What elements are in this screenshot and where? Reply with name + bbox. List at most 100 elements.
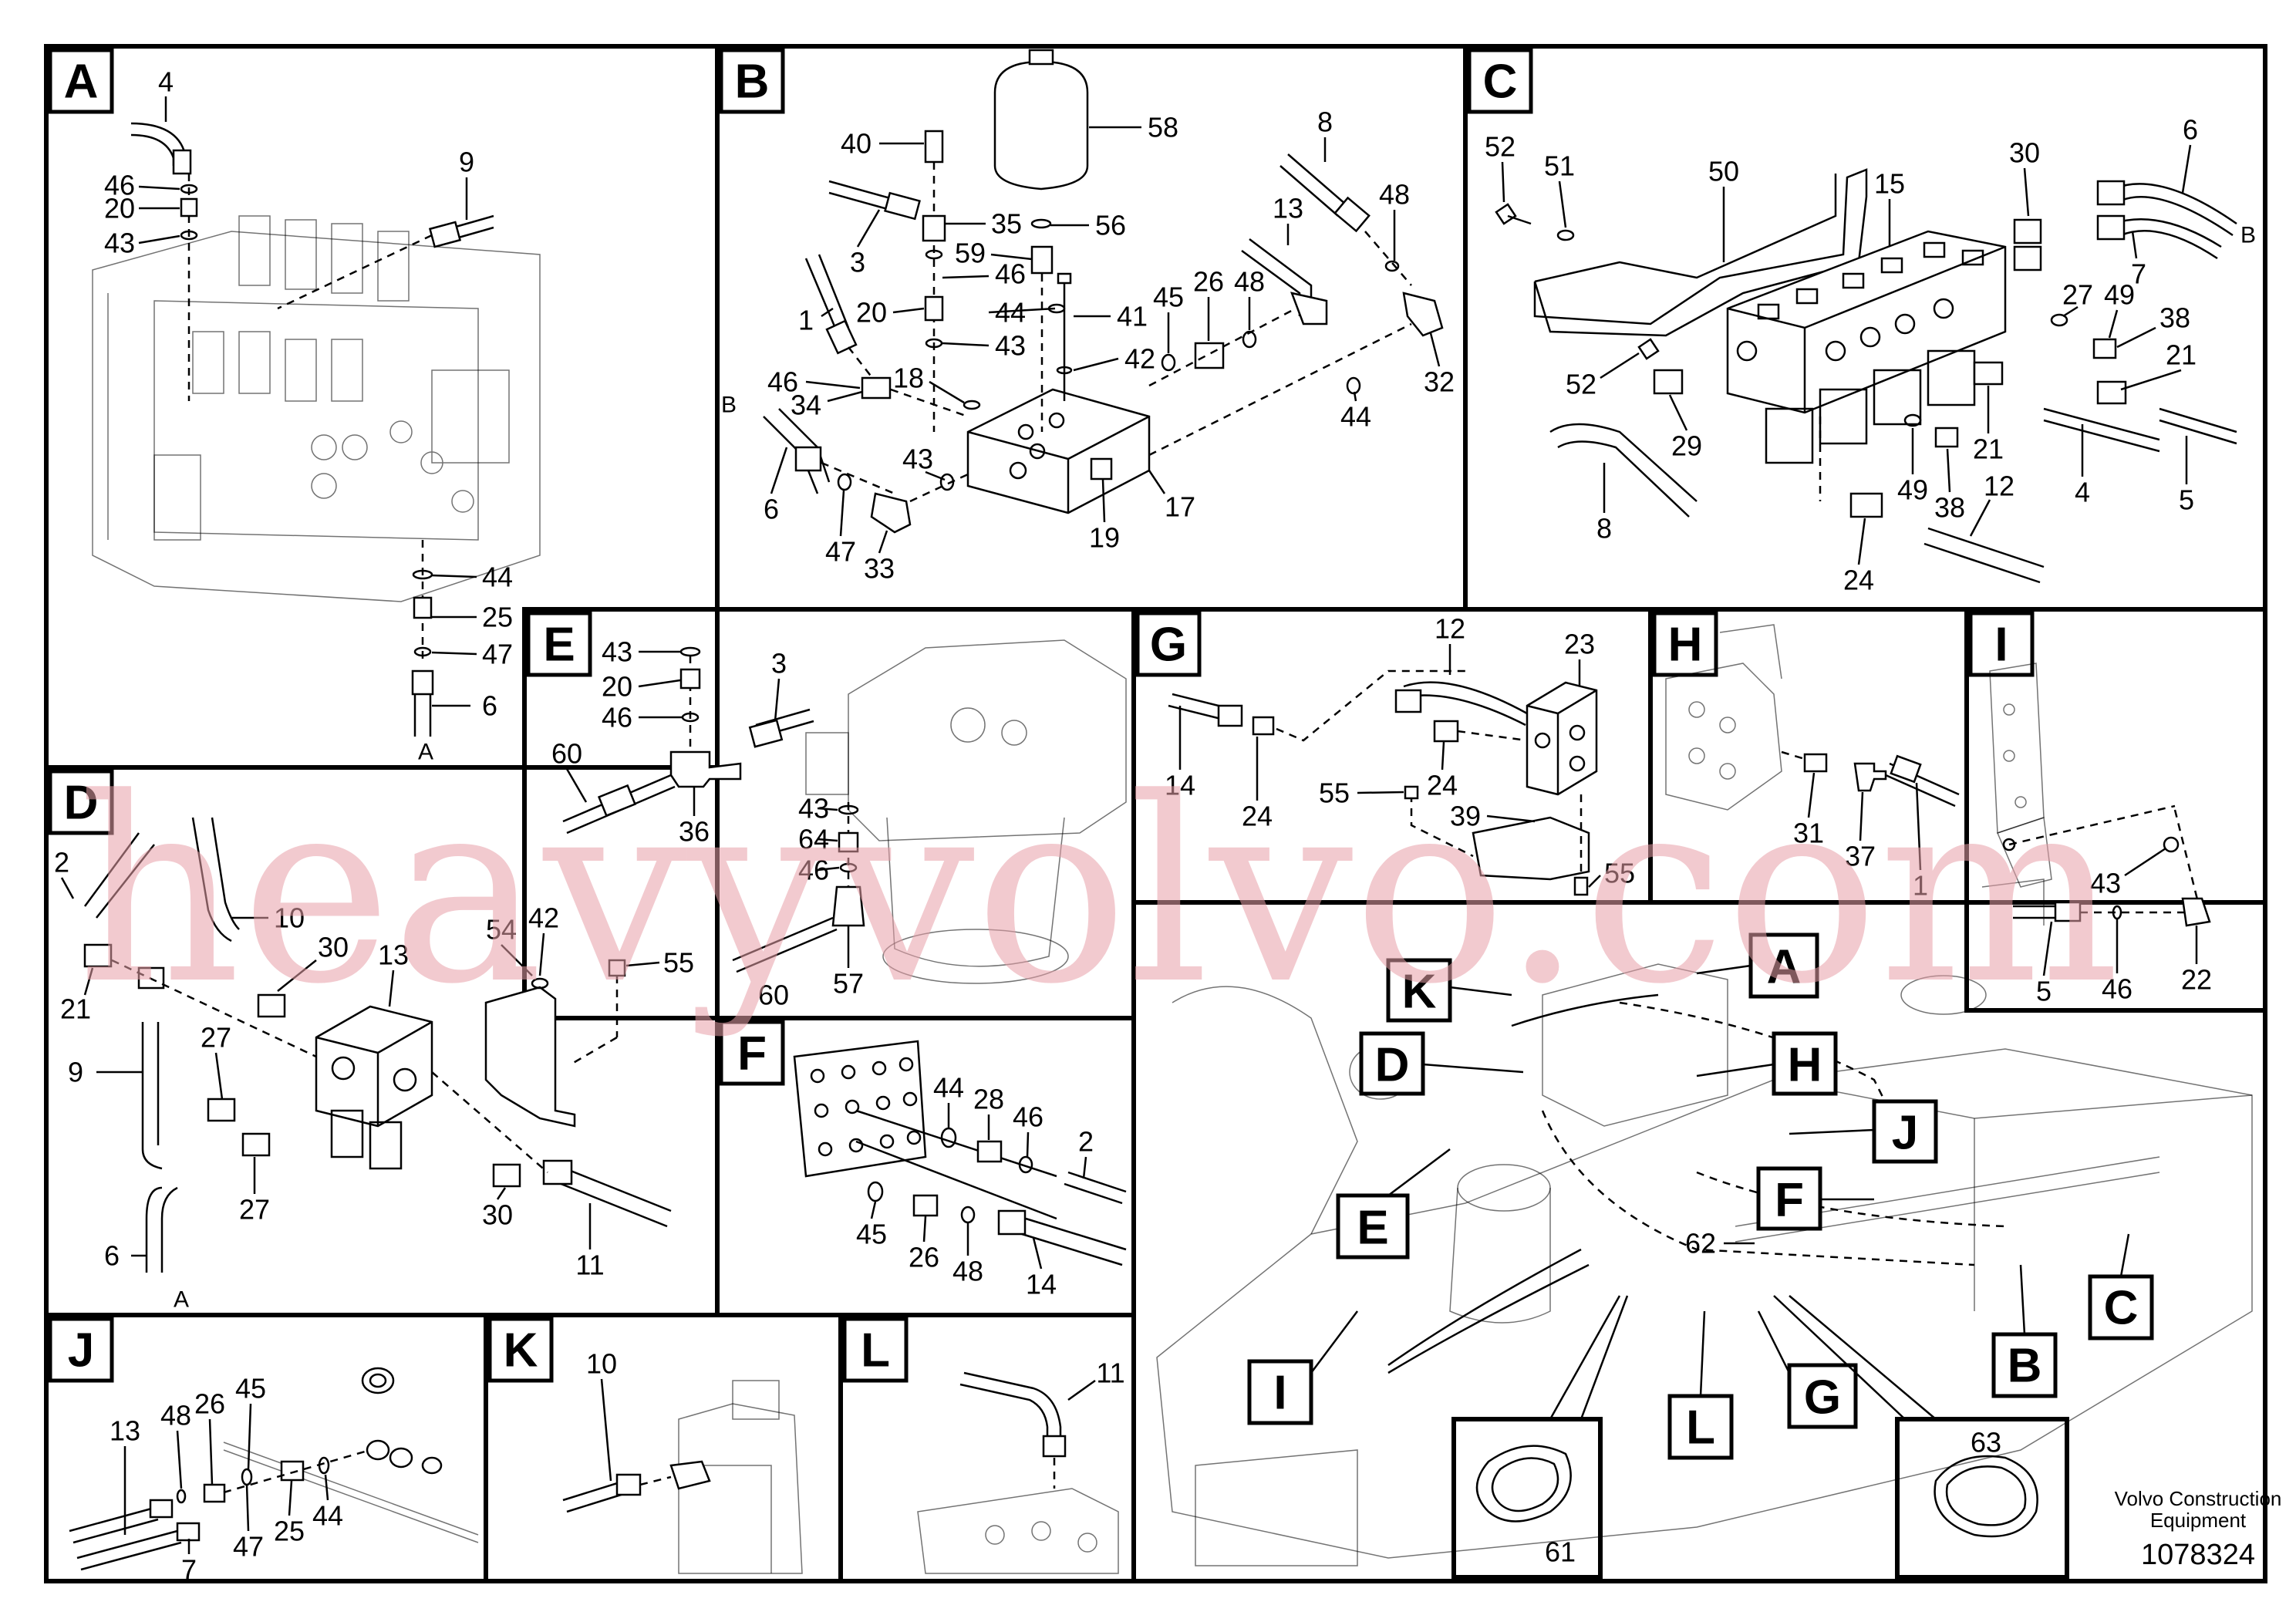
overview-tag-e: E xyxy=(1336,1148,1451,1259)
callout-number: 63 xyxy=(1971,1427,2001,1458)
callout-number: 47 xyxy=(482,639,513,670)
document-number: 1078324 xyxy=(2141,1539,2255,1571)
panel-label: G xyxy=(1150,619,1187,672)
callout-number: 45 xyxy=(1153,282,1184,313)
callout-number: 45 xyxy=(235,1373,266,1404)
panel-label: G xyxy=(1804,1371,1841,1425)
callout-number: 26 xyxy=(909,1242,939,1273)
callout-number: 55 xyxy=(1604,858,1635,889)
panel-label: D xyxy=(1375,1039,1410,1092)
callout-number: 27 xyxy=(201,1022,231,1054)
callout-number: 46 xyxy=(602,702,632,733)
panel-c-drawing: 52 51 50 15 30 6 B 27 49 38 7 52 29 21 2… xyxy=(1485,114,2256,596)
callout-number: 52 xyxy=(1485,131,1515,163)
callout-number: 13 xyxy=(378,939,409,971)
callout-number: 12 xyxy=(1435,613,1465,645)
panel-e-drawing: 43 20 46 3 60 36 43 64 46 57 60 xyxy=(551,636,1127,1011)
callout-number: 4 xyxy=(2075,477,2090,508)
callout-number: 37 xyxy=(1845,841,1876,872)
panel-tag-a: A xyxy=(48,48,114,114)
overview-tag-a: A xyxy=(1696,932,1819,999)
callout-number: 32 xyxy=(1424,366,1455,398)
callout-number: B xyxy=(721,393,737,418)
overview-tag-i: I xyxy=(1247,1310,1358,1425)
callout-number: 25 xyxy=(274,1516,305,1547)
panel-h-drawing: 31 37 1 xyxy=(1665,624,1960,902)
callout-number: 56 xyxy=(1095,210,1126,241)
callout-number: 11 xyxy=(1096,1357,1124,1389)
callout-number: 14 xyxy=(1026,1269,1057,1300)
panel-tag-l: L xyxy=(842,1317,909,1383)
callout-number: 60 xyxy=(758,980,789,1011)
callout-number: 59 xyxy=(955,238,986,269)
panel-label: C xyxy=(2104,1282,2139,1335)
callout-number: 2 xyxy=(54,847,69,878)
callout-number: 48 xyxy=(952,1256,983,1287)
panel-label: I xyxy=(1994,619,2008,672)
overview-tag-j: J xyxy=(1789,1099,1938,1164)
panel-label: H xyxy=(1788,1039,1822,1092)
callout-number: 5 xyxy=(2036,976,2052,1007)
callout-number: 21 xyxy=(1973,433,2004,465)
panel-tag-k: K xyxy=(487,1317,554,1383)
callout-number: 48 xyxy=(160,1400,191,1431)
callout-number: 14 xyxy=(1165,770,1195,801)
credit-line-2: Equipment xyxy=(2150,1509,2247,1532)
panel-tag-b: B xyxy=(719,48,785,114)
callout-number: 22 xyxy=(2181,964,2212,996)
callout-number: 9 xyxy=(459,147,474,178)
callout-number: A xyxy=(418,740,433,765)
callout-number: 49 xyxy=(2104,279,2135,311)
overview-tag-k: K xyxy=(1386,958,1512,1023)
callout-number: 17 xyxy=(1165,491,1195,523)
panel-label: J xyxy=(68,1324,94,1378)
callout-number: 43 xyxy=(602,636,632,668)
callout-number: 20 xyxy=(856,297,887,329)
callout-number: 54 xyxy=(486,914,517,946)
callout-number: 27 xyxy=(239,1194,270,1226)
callout-number: 55 xyxy=(663,947,694,979)
callout-number: 23 xyxy=(1564,629,1595,660)
panel-a-drawing: 4 46 20 43 9 44 25 47 6 A xyxy=(92,66,541,765)
callout-number: 33 xyxy=(864,553,895,585)
overview-drawing: K A D H J E F 62 I L G B C 61 63 Volvo C… xyxy=(1156,932,2282,1580)
callout-number: 3 xyxy=(771,648,787,679)
panel-label: F xyxy=(737,1027,767,1081)
callout-number: 6 xyxy=(104,1240,120,1272)
callout-number: 25 xyxy=(482,602,513,633)
callout-number: 44 xyxy=(933,1072,964,1104)
callout-number: 39 xyxy=(1450,801,1481,832)
callout-number: 43 xyxy=(2090,868,2121,899)
callout-number: 62 xyxy=(1685,1228,1716,1259)
callout-number: 29 xyxy=(1671,430,1702,462)
callout-number: 60 xyxy=(551,738,582,770)
callout-number: 35 xyxy=(991,208,1022,240)
panel-label: H xyxy=(1668,619,1703,672)
panel-l-drawing: 11 xyxy=(917,1357,1125,1574)
panel-frames xyxy=(44,44,2267,1583)
callout-number: 26 xyxy=(1193,266,1224,298)
callout-number: 6 xyxy=(482,690,497,722)
panel-tag-g: G xyxy=(1135,611,1202,677)
overview-tag-d: D xyxy=(1359,1031,1524,1096)
panel-label: K xyxy=(1402,966,1437,1019)
callout-number: 44 xyxy=(1340,401,1371,433)
credit-line-1: Volvo Construction xyxy=(2115,1487,2282,1510)
callout-number: 46 xyxy=(2102,973,2132,1005)
callout-number: 47 xyxy=(825,536,856,568)
panel-label: I xyxy=(1273,1367,1286,1420)
callout-number: 3 xyxy=(850,247,865,278)
callout-number: 31 xyxy=(1793,818,1824,849)
callout-number: 9 xyxy=(68,1057,83,1088)
callout-number: 28 xyxy=(973,1084,1004,1115)
callout-number: 24 xyxy=(1242,801,1273,832)
overview-tag-h: H xyxy=(1696,1031,1838,1096)
overview-tag-c: C xyxy=(2088,1233,2154,1340)
panel-j-drawing: 13 48 26 45 7 47 25 44 xyxy=(69,1367,479,1586)
callout-number: 44 xyxy=(312,1500,343,1532)
overview-tag-b: B xyxy=(1991,1264,2058,1398)
panel-tags: A B C D E F G H I J K L xyxy=(48,48,2035,1383)
panel-label: A xyxy=(64,56,99,109)
callout-number: 46 xyxy=(1013,1101,1043,1133)
callout-number: 12 xyxy=(1984,470,2014,502)
